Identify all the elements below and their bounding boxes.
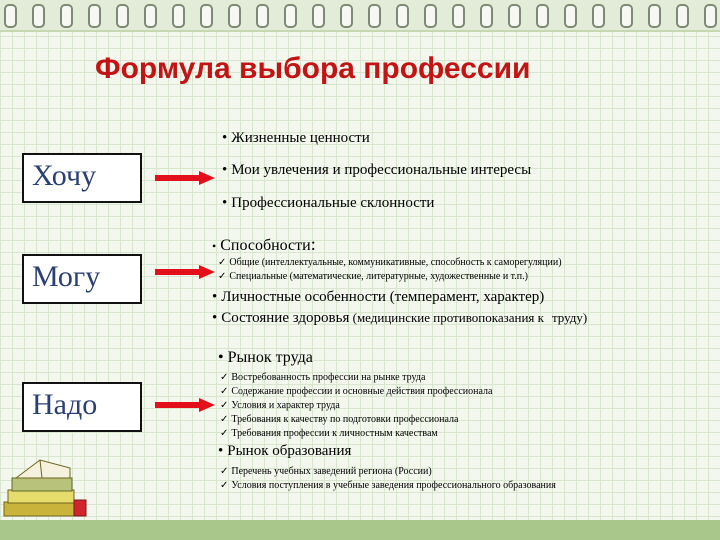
education-sub-item: ✓Условия поступления в учебные заведения… — [220, 480, 556, 491]
ring-icon — [60, 4, 73, 28]
labor-sub-item: ✓Востребованность профессии на рынке тру… — [220, 372, 426, 383]
ring-icon — [172, 4, 185, 28]
ring-icon — [340, 4, 353, 28]
want-item: •Профессиональные склонности — [222, 195, 435, 211]
ring-icon — [256, 4, 269, 28]
ring-icon — [144, 4, 157, 28]
labor-sub-item: ✓Условия и характер труда — [220, 400, 340, 411]
ring-icon — [116, 4, 129, 28]
books-icon — [3, 459, 87, 517]
bottom-bar — [0, 520, 720, 540]
ring-icon — [592, 4, 605, 28]
ring-icon — [676, 4, 689, 28]
ring-icon — [312, 4, 325, 28]
arrow-right-icon — [155, 398, 215, 412]
labor-market-item: •Рынок труда — [218, 349, 313, 366]
ring-icon — [4, 4, 17, 28]
ring-icon — [704, 4, 717, 28]
arrow-right-icon — [155, 265, 215, 279]
want-label: Хочу — [32, 159, 97, 192]
ring-icon — [200, 4, 213, 28]
abilities-item: •Способности: — [212, 234, 316, 254]
ring-icon — [508, 4, 521, 28]
ring-icon — [368, 4, 381, 28]
ring-icon — [536, 4, 549, 28]
education-sub-item: ✓Перечень учебных заведений региона (Рос… — [220, 466, 432, 477]
health-item: •Состояние здоровья (медицинские противо… — [212, 310, 588, 326]
page-title-wrap: Формула выбора профессии — [95, 52, 530, 86]
ring-icon — [620, 4, 633, 28]
need-box: Надо — [22, 382, 142, 432]
personality-item: •Личностные особенности (темперамент, ха… — [212, 289, 545, 305]
need-label: Надо — [32, 388, 98, 421]
labor-sub-item: ✓Содержание профессии и основные действи… — [220, 386, 493, 397]
education-market-item: •Рынок образования — [218, 443, 352, 459]
ring-icon — [88, 4, 101, 28]
ring-icon — [648, 4, 661, 28]
want-box: Хочу — [22, 153, 142, 203]
can-label: Могу — [32, 260, 101, 293]
want-item: •Жизненные ценности — [222, 130, 370, 146]
ring-icon — [396, 4, 409, 28]
labor-sub-item: ✓Требования к качеству по подготовки про… — [220, 414, 459, 425]
want-item: •Мои увлечения и профессиональные интере… — [222, 162, 532, 178]
ring-icon — [452, 4, 465, 28]
ring-icon — [564, 4, 577, 28]
notebook-binding — [0, 0, 720, 32]
page-title: Формула выбора профессии — [95, 52, 531, 85]
can-box: Могу — [22, 254, 142, 304]
ring-icon — [32, 4, 45, 28]
ring-icon — [284, 4, 297, 28]
labor-sub-item: ✓Требования профессии к личностным качес… — [220, 428, 438, 439]
abilities-sub-item: ✓Общие (интеллектуальные, коммуникативны… — [218, 257, 562, 268]
abilities-sub-item: ✓Специальные (математические, литературн… — [218, 271, 528, 282]
ring-icon — [424, 4, 437, 28]
arrow-right-icon — [155, 171, 215, 185]
ring-icon — [480, 4, 493, 28]
ring-icon — [228, 4, 241, 28]
